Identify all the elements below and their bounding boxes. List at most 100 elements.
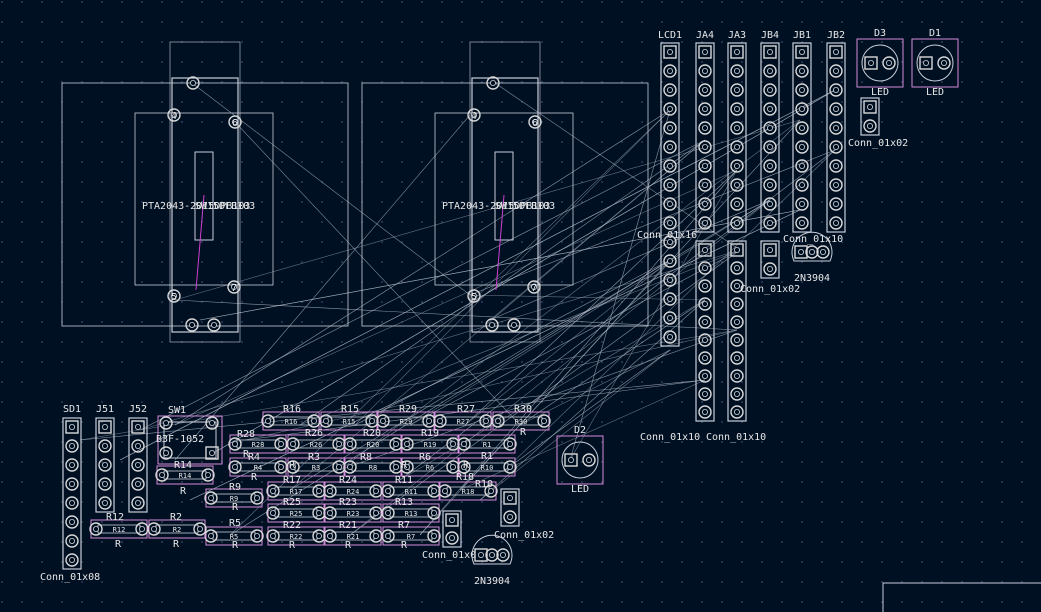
header-jb2-pad <box>829 159 843 173</box>
conn-j4-outline[interactable] <box>442 510 462 548</box>
ratsnest-line <box>174 109 671 426</box>
header-jb4-pad <box>763 83 777 97</box>
ratsnest-line <box>229 109 671 536</box>
header-jb2-outline[interactable] <box>826 42 846 233</box>
led-pad <box>564 453 578 467</box>
resistor-courtyard[interactable] <box>458 434 516 454</box>
header-ja1-outline[interactable] <box>727 240 747 422</box>
relay-1-pad <box>185 318 199 332</box>
header-ja2-outline[interactable] <box>695 240 715 422</box>
pad-drill <box>208 419 215 426</box>
resistor-courtyard[interactable] <box>324 481 382 501</box>
pad-drill <box>289 440 296 447</box>
resistor-courtyard[interactable] <box>90 519 148 539</box>
resistor-courtyard[interactable] <box>492 411 550 431</box>
conn-j52-outline[interactable] <box>128 417 148 513</box>
resistor-pad <box>381 506 395 520</box>
resistor-courtyard[interactable] <box>324 503 382 523</box>
resistor-courtyard[interactable] <box>205 526 263 546</box>
resistor-courtyard[interactable] <box>382 526 440 546</box>
ratsnest-line <box>174 299 738 331</box>
conn-j6-outline[interactable] <box>860 97 880 136</box>
resistor-courtyard[interactable] <box>229 434 287 454</box>
relay-2-body[interactable] <box>471 77 539 333</box>
conn-ref: SD1 <box>63 404 81 415</box>
header-lcd1-outline[interactable] <box>660 42 680 347</box>
resistor-ref-inline: R17 <box>290 488 303 496</box>
ratsnest-line <box>459 379 706 491</box>
resistor-pad <box>155 468 169 482</box>
resistor-courtyard[interactable] <box>156 465 214 485</box>
conn-j3-outline[interactable] <box>500 488 520 527</box>
pad-drill <box>470 292 477 299</box>
conn-j51-pad <box>98 477 112 491</box>
led-courtyard[interactable] <box>911 38 959 88</box>
resistor-courtyard[interactable] <box>229 457 287 477</box>
resistor-value: R <box>289 540 296 551</box>
resistor-ref-inline: R28 <box>252 441 265 449</box>
header-ja3-pad <box>730 159 744 173</box>
resistor-courtyard[interactable] <box>458 457 516 477</box>
resistor-pad <box>343 437 357 451</box>
resistor-pad <box>204 491 218 505</box>
pad-drill <box>158 471 165 478</box>
resistor-courtyard[interactable] <box>382 503 440 523</box>
pad-drill <box>430 533 437 540</box>
header-jb4-outline[interactable] <box>760 42 780 233</box>
pad-drill <box>134 423 141 430</box>
header-j5-outline[interactable] <box>760 240 780 279</box>
pad-drill <box>833 181 840 188</box>
relay-2-pad <box>507 318 521 332</box>
resistor-courtyard[interactable] <box>439 481 497 501</box>
conn-j51-outline[interactable] <box>95 417 115 513</box>
pad-drill <box>667 162 674 169</box>
pad-drill <box>667 295 674 302</box>
resistor-courtyard[interactable] <box>148 519 206 539</box>
header-jb1-outline[interactable] <box>792 42 812 233</box>
pad-drill <box>734 106 741 113</box>
resistor-courtyard[interactable] <box>324 526 382 546</box>
header-j5-pad <box>763 262 777 276</box>
relay-1-pad <box>227 280 241 294</box>
resistor-ref: R11 <box>395 475 413 486</box>
switch-courtyard[interactable] <box>157 415 223 465</box>
resistor-courtyard[interactable] <box>434 411 492 431</box>
resistor-ref-inline: R14 <box>179 472 192 480</box>
led-courtyard[interactable] <box>856 38 904 88</box>
header-ja3-pad <box>730 45 744 59</box>
ratsnest-line <box>479 299 706 501</box>
pad-drill <box>425 417 432 424</box>
pad-drill <box>702 49 709 56</box>
resistor-courtyard[interactable] <box>205 488 263 508</box>
led-body <box>916 44 954 82</box>
ratsnest-line <box>469 294 706 301</box>
relay-1-pad <box>186 76 200 90</box>
header-lcd1-pad <box>663 121 677 135</box>
pad-drill <box>326 533 333 540</box>
transistor-body[interactable] <box>791 231 833 262</box>
led-courtyard[interactable] <box>556 435 604 485</box>
pad-drill <box>767 143 774 150</box>
pad-drill <box>799 143 806 150</box>
ratsnest-line <box>299 249 741 426</box>
transistor-body[interactable] <box>471 534 513 565</box>
relay-1-pin-number: 6 <box>232 118 238 129</box>
conn-value: Conn_01x08 <box>40 572 100 583</box>
conn-sd1-outline[interactable] <box>62 417 82 570</box>
pad-drill <box>207 533 214 540</box>
header-ja1-pad <box>730 333 744 347</box>
header-jb1-pad <box>795 64 809 78</box>
resistor-courtyard[interactable] <box>262 411 320 431</box>
pad-drill <box>767 49 774 56</box>
led-pad <box>882 56 896 70</box>
conn-j6-pad <box>863 100 877 114</box>
header-ja3-outline[interactable] <box>727 42 747 233</box>
header-ja4-outline[interactable] <box>695 42 715 233</box>
conn-j52-pad <box>131 439 145 453</box>
resistor-pad <box>286 460 300 474</box>
relay-1-body[interactable] <box>171 77 239 333</box>
resistor-ref: R13 <box>395 497 413 508</box>
pad-drill <box>460 440 467 447</box>
transistor-pad <box>805 245 819 259</box>
